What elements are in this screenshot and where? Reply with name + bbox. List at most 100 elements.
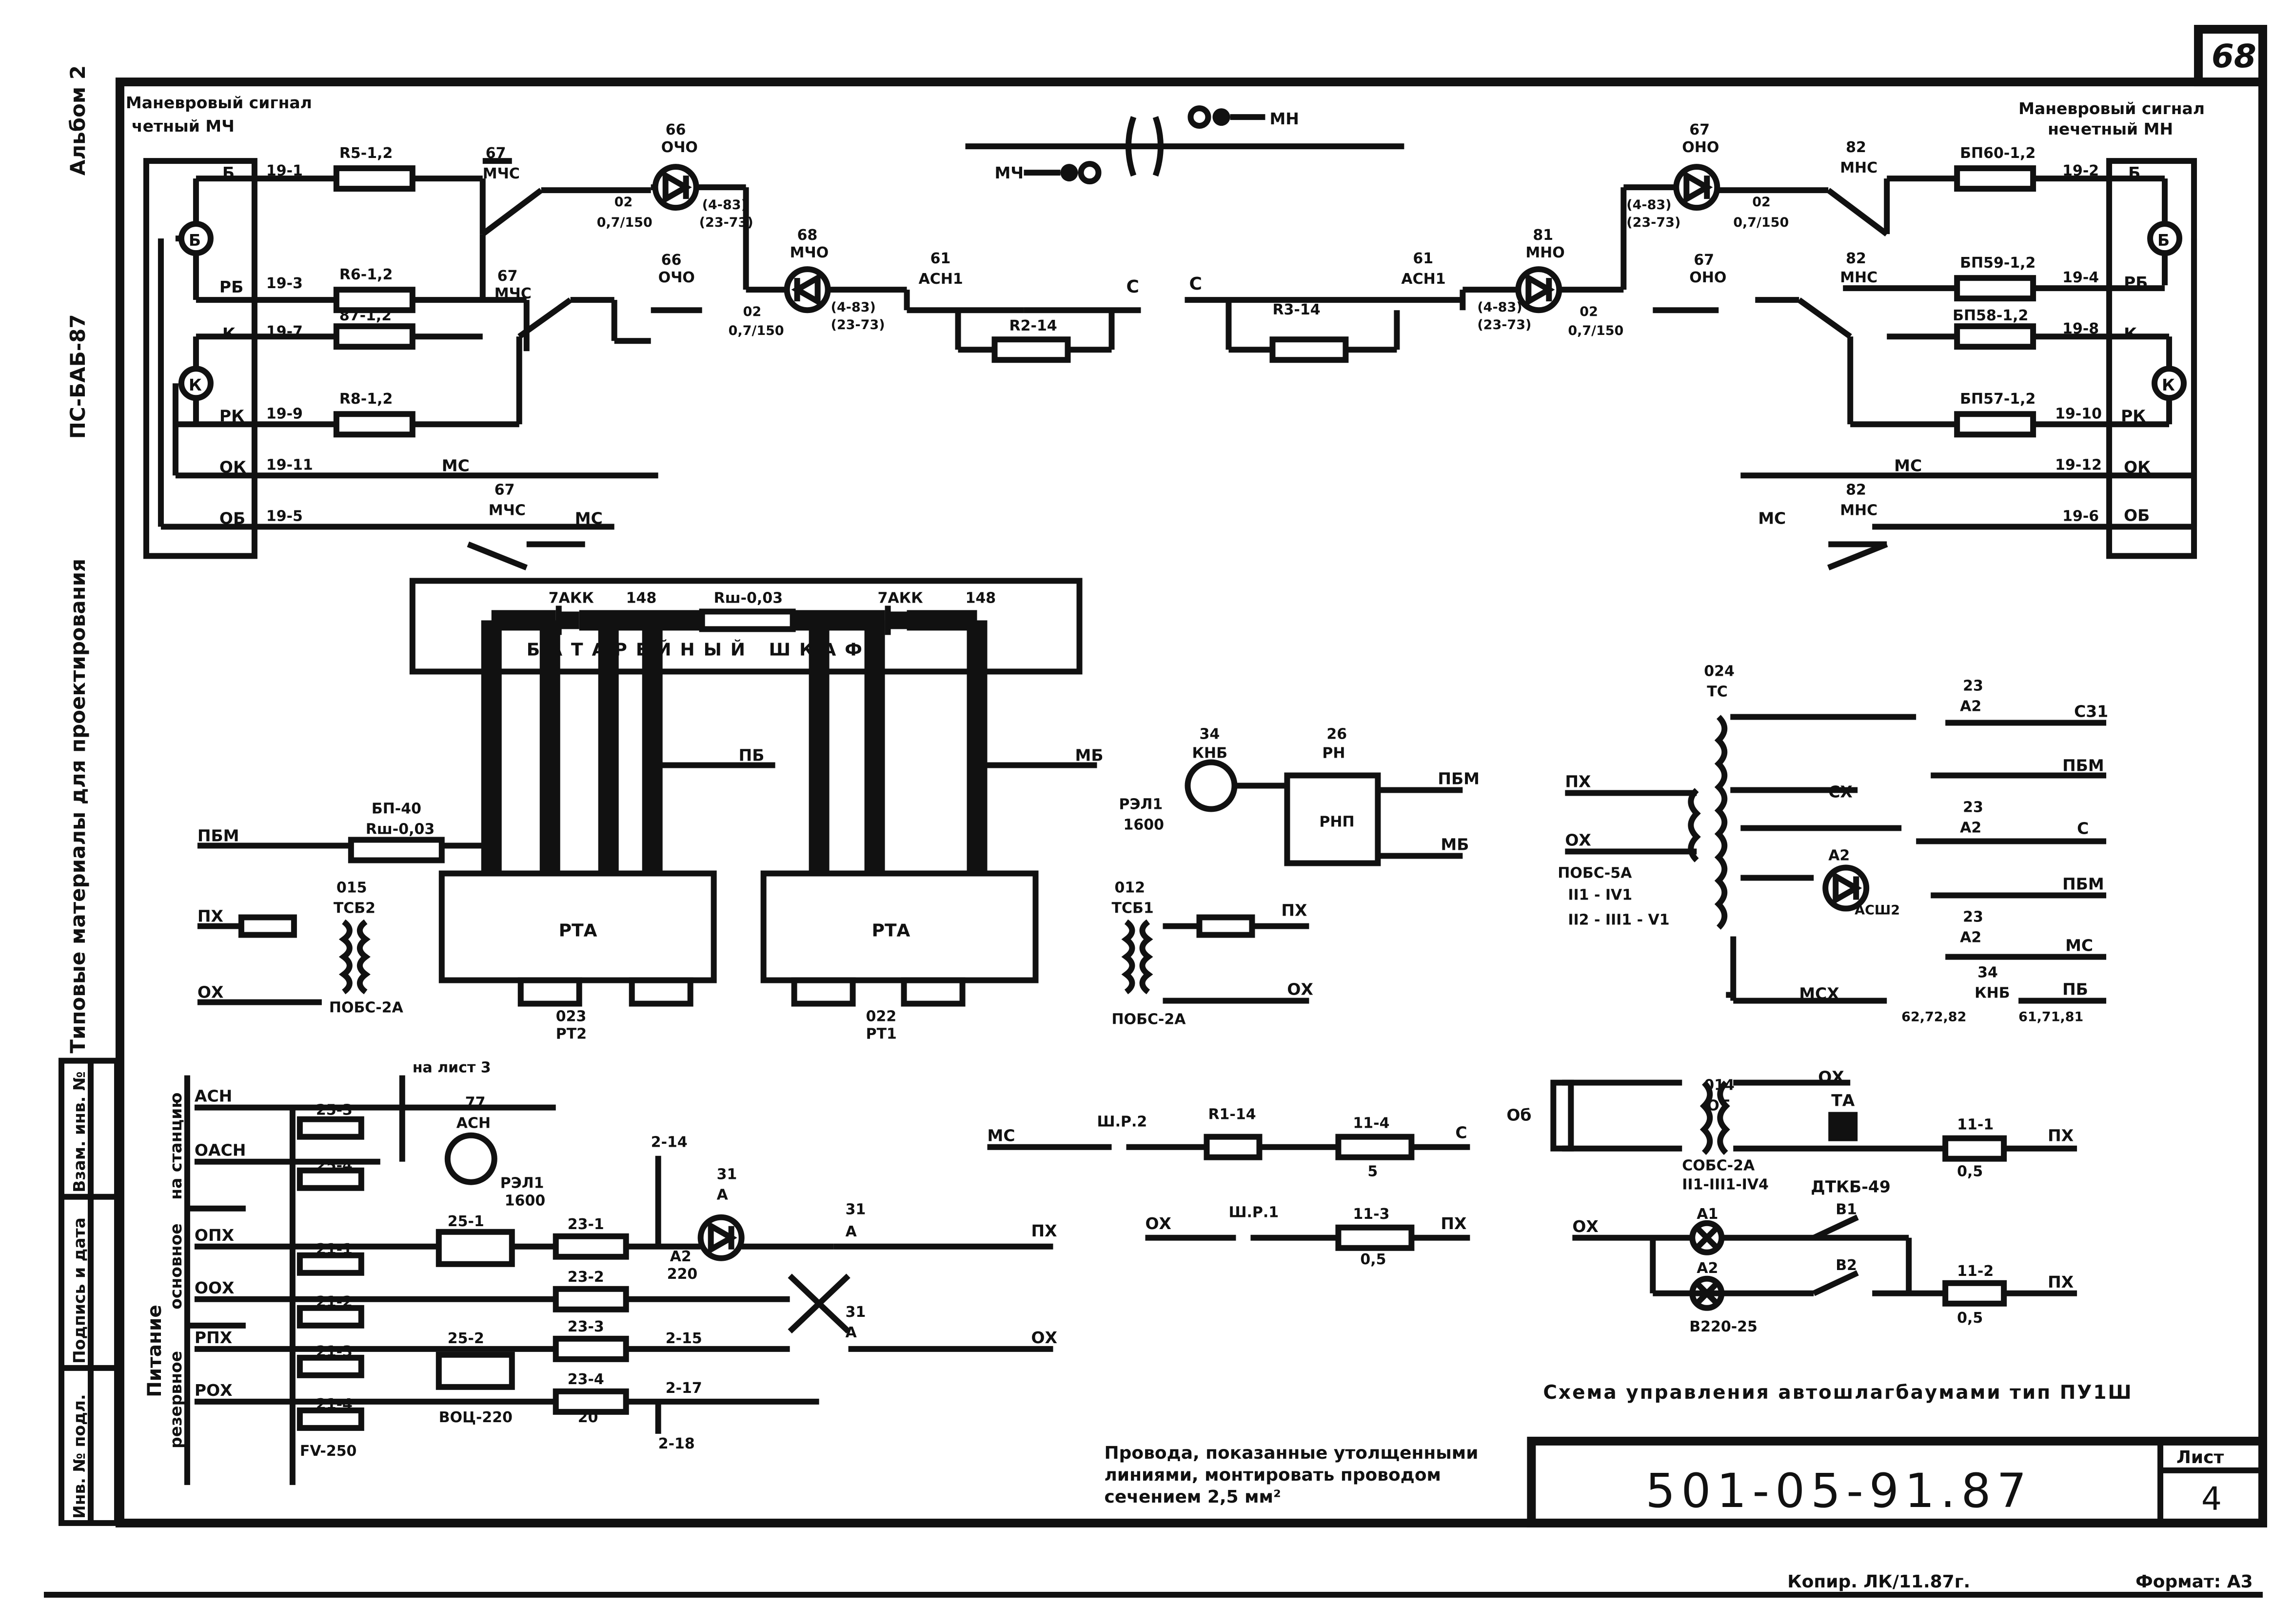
svg-text:19-6: 19-6 <box>2062 508 2099 525</box>
stamp-col-1: Инв. № подл. <box>70 1394 89 1519</box>
svg-text:ТС: ТС <box>1707 683 1727 700</box>
svg-text:БП57-1,2: БП57-1,2 <box>1960 391 2035 408</box>
svg-text:R2-14: R2-14 <box>1009 317 1057 334</box>
side-series-title: Типовые материалы для проектирования <box>66 559 90 1054</box>
resistor-r3 <box>1269 336 1349 363</box>
svg-text:Rш-0,03: Rш-0,03 <box>714 589 783 607</box>
resistor-r5 <box>333 165 415 192</box>
svg-text:Маневровый сигнал: Маневровый сигнал <box>2018 99 2205 118</box>
svg-text:РПХ: РПХ <box>195 1328 232 1347</box>
svg-text:ОАСН: ОАСН <box>195 1141 246 1160</box>
svg-text:19-7: 19-7 <box>266 323 303 340</box>
title-box <box>1527 1436 2268 1527</box>
svg-text:62,72,82: 62,72,82 <box>1901 1010 1966 1025</box>
svg-text:024: 024 <box>1704 663 1735 680</box>
svg-text:ОНО: ОНО <box>1682 139 1719 156</box>
svg-text:R3-14: R3-14 <box>1272 301 1320 318</box>
svg-text:Об: Об <box>1506 1106 1531 1125</box>
svg-text:19-3: 19-3 <box>266 275 303 292</box>
svg-text:02: 02 <box>743 304 762 319</box>
svg-text:РТ2: РТ2 <box>556 1026 587 1043</box>
svg-text:ПОБС-2А: ПОБС-2А <box>1112 1011 1186 1028</box>
svg-text:82: 82 <box>1846 250 1866 267</box>
svg-text:А1: А1 <box>1697 1206 1718 1223</box>
svg-text:220: 220 <box>667 1266 698 1283</box>
notes: Провода, показанные утолщенными линиями,… <box>1105 1443 1479 1507</box>
footer-format: Формат: А3 <box>2135 1572 2253 1592</box>
svg-text:ПБМ: ПБМ <box>2062 875 2104 894</box>
svg-text:7АКК: 7АКК <box>549 589 594 607</box>
battery-cabinet: 7АКК 148 Rш-0,03 7АКК 148 БАТАРЕЙНЫЙ ШКА… <box>409 578 1083 878</box>
svg-text:Провода, показанные утолщенным: Провода, показанные утолщенными <box>1105 1443 1479 1463</box>
svg-text:61,71,81: 61,71,81 <box>2018 1010 2083 1025</box>
svg-text:резервное: резервное <box>166 1351 185 1448</box>
svg-text:4: 4 <box>2201 1480 2222 1518</box>
svg-text:А2: А2 <box>1960 929 1981 946</box>
svg-text:РЭЛ1: РЭЛ1 <box>500 1175 544 1192</box>
svg-text:на лист 3: на лист 3 <box>413 1059 491 1076</box>
ts-block: 024 ТС ПХ ОХ ПОБС-5А II1 - IV1 II2 - III… <box>1558 663 2108 1024</box>
title-block: Схема управления автошлагбаумами тип ПУ1… <box>1527 1382 2268 1527</box>
svg-text:Питание: Питание <box>144 1305 166 1397</box>
svg-text:МС: МС <box>2065 936 2093 955</box>
svg-text:R8-1,2: R8-1,2 <box>339 391 393 408</box>
stamp-col-2: Подпись и дата <box>70 1217 89 1364</box>
svg-text:ПБ: ПБ <box>2062 980 2088 999</box>
svg-text:1600: 1600 <box>505 1193 545 1210</box>
svg-text:Лист: Лист <box>2176 1448 2224 1467</box>
svg-text:02: 02 <box>1752 195 1771 210</box>
svg-text:КНБ: КНБ <box>1192 744 1227 762</box>
svg-text:(23-73): (23-73) <box>1626 215 1680 230</box>
svg-text:ДТКБ-49: ДТКБ-49 <box>1811 1177 1891 1196</box>
rnp-relay <box>1284 772 1381 866</box>
svg-text:МС: МС <box>575 509 603 528</box>
svg-text:ОНО: ОНО <box>1689 269 1726 286</box>
svg-text:МС: МС <box>988 1126 1015 1145</box>
svg-text:РОХ: РОХ <box>195 1381 233 1400</box>
svg-text:Ш.Р.2: Ш.Р.2 <box>1097 1114 1147 1131</box>
svg-text:МНС: МНС <box>1840 502 1877 519</box>
svg-text:R1-14: R1-14 <box>1208 1106 1256 1123</box>
svg-text:(4-83): (4-83) <box>1477 300 1522 315</box>
svg-text:68: 68 <box>797 227 818 244</box>
svg-text:С: С <box>1126 277 1139 297</box>
svg-text:7АКК: 7АКК <box>878 589 924 607</box>
svg-text:(4-83): (4-83) <box>1626 197 1671 213</box>
side-stamp: Альбом 2 ПС-БАБ-87 Типовые материалы для… <box>58 65 120 1526</box>
svg-text:МБ: МБ <box>1075 745 1104 764</box>
svg-text:R5-1,2: R5-1,2 <box>339 145 393 162</box>
svg-text:0,5: 0,5 <box>1360 1251 1386 1268</box>
left-signal-head <box>143 158 257 559</box>
svg-text:0,5: 0,5 <box>1957 1163 1983 1180</box>
resistor-bp58 <box>1954 323 2036 350</box>
svg-text:МЧС: МЧС <box>489 502 526 519</box>
mid-block: МС Ш.Р.2 R1-14 11-4 5 С ОХ Ш.Р.1 11-3 0,… <box>988 1106 1470 1268</box>
svg-text:А2: А2 <box>1960 698 1981 715</box>
svg-text:148: 148 <box>626 589 657 607</box>
svg-text:67: 67 <box>1689 121 1710 138</box>
rta-right: РТА 022 РТ1 012 ТСБ1 ПОБС-2А МБ ПХ ОХ <box>760 745 1313 1043</box>
svg-text:ОХ: ОХ <box>1572 1217 1598 1236</box>
svg-text:0,7/150: 0,7/150 <box>597 215 652 230</box>
sheet-frame <box>115 78 2268 1527</box>
svg-text:ОПХ: ОПХ <box>195 1226 234 1245</box>
svg-text:0,7/150: 0,7/150 <box>729 323 784 338</box>
stamp-col-3: Взам. инв. № <box>70 1072 89 1193</box>
svg-text:Rш-0,03: Rш-0,03 <box>366 821 435 838</box>
svg-text:ОХ: ОХ <box>198 983 223 1002</box>
svg-text:19-5: 19-5 <box>266 508 303 525</box>
svg-text:БП60-1,2: БП60-1,2 <box>1960 145 2035 162</box>
svg-text:87-1,2: 87-1,2 <box>339 307 392 324</box>
svg-text:ПХ: ПХ <box>2048 1272 2074 1291</box>
svg-text:19-10: 19-10 <box>2055 405 2102 422</box>
svg-text:МЧС: МЧС <box>483 165 520 182</box>
svg-text:23: 23 <box>1963 677 1983 694</box>
svg-text:(4-83): (4-83) <box>831 300 876 315</box>
svg-text:ПХ: ПХ <box>1281 901 1307 920</box>
svg-text:012: 012 <box>1115 880 1146 897</box>
svg-text:1600: 1600 <box>1124 817 1164 834</box>
svg-text:0,7/150: 0,7/150 <box>1568 323 1623 338</box>
svg-text:21-4: 21-4 <box>316 1396 353 1413</box>
svg-text:19-12: 19-12 <box>2055 456 2102 473</box>
svg-text:ОХ: ОХ <box>1146 1214 1171 1233</box>
